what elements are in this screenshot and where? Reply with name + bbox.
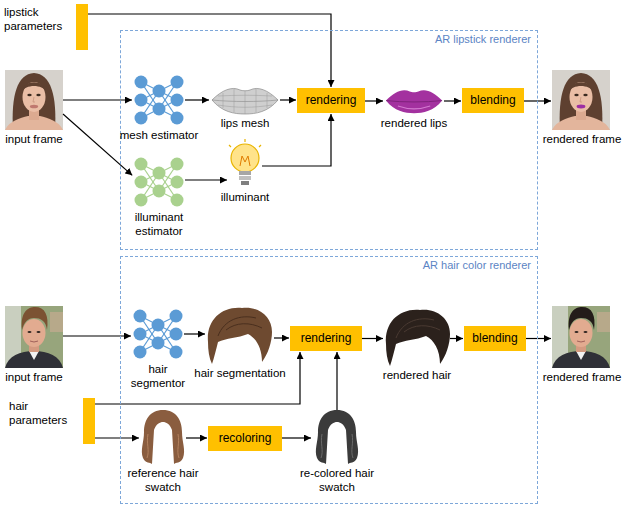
network-icon — [134, 310, 183, 359]
image-caption: input frame — [5, 133, 63, 147]
image-node: rendered frame — [552, 70, 612, 130]
photo-hair — [22, 307, 48, 330]
process-box: recoloring — [208, 426, 282, 451]
image-caption: rendered lips — [381, 117, 447, 131]
image-node: rendered hair — [384, 308, 450, 366]
flow-arrow — [282, 437, 311, 438]
image-node: reference hair swatch — [140, 410, 186, 464]
photo-lips — [577, 105, 586, 109]
network-icon — [135, 158, 184, 207]
image-node: re-colored hair swatch — [312, 410, 362, 464]
flow-arrow — [186, 437, 207, 438]
flow-arrow — [450, 338, 463, 339]
process-box: rendering — [290, 326, 362, 351]
input-photo — [5, 306, 63, 368]
flow-arrow — [362, 338, 383, 339]
network-icon — [135, 76, 184, 125]
process-label: rendering — [306, 93, 357, 107]
flow-arrow — [95, 352, 300, 404]
image-node: rendered frame — [552, 306, 612, 368]
image-caption: input frame — [5, 371, 63, 385]
flow-arrow — [280, 99, 296, 100]
parameter-label: hair parameters — [9, 400, 79, 428]
input-photo — [5, 70, 63, 130]
process-label: rendering — [301, 331, 352, 345]
flow-arrow — [63, 99, 132, 100]
flow-arrow — [274, 337, 289, 338]
image-node: mesh estimator — [133, 74, 185, 126]
dashed-region: mesh estimator lips mesh rendering rendered… — [120, 30, 538, 250]
process-box: blending — [462, 88, 524, 113]
process-label: blending — [470, 93, 515, 107]
image-node: input frame — [5, 306, 63, 368]
flow-arrow — [184, 333, 205, 334]
image-caption: rendered frame — [543, 371, 622, 385]
flow-arrow — [185, 99, 209, 100]
region-title: AR lipstick renderer — [435, 33, 531, 46]
rendered-photo — [552, 70, 610, 130]
flow-arrow — [185, 179, 227, 180]
parameter-bar: lipstick parameters — [76, 4, 88, 50]
image-node: input frame — [5, 70, 63, 130]
image-caption: rendered hair — [383, 369, 451, 383]
image-caption: reference hair swatch — [121, 467, 205, 495]
process-box: blending — [464, 326, 526, 351]
flow-arrow — [88, 14, 331, 87]
photo-hair — [569, 307, 595, 330]
process-box: rendering — [297, 88, 365, 113]
flow-arrow — [336, 352, 337, 410]
flow-arrow — [63, 114, 132, 175]
image-caption: hair segmentation — [194, 367, 285, 381]
flow-arrow — [262, 114, 331, 166]
image-caption: mesh estimator — [120, 129, 199, 143]
image-node: illuminant estimator — [133, 156, 185, 208]
rendered-photo — [552, 306, 610, 368]
process-label: blending — [472, 331, 517, 345]
process-label: recoloring — [219, 431, 272, 445]
image-node: rendered lips — [384, 88, 444, 114]
image-caption: illuminant — [221, 191, 270, 205]
image-node: lips mesh — [210, 86, 280, 114]
lips-mesh-image — [212, 88, 278, 114]
hair-segmentation-image — [208, 308, 272, 364]
image-caption: illuminant estimator — [124, 211, 194, 239]
flow-arrow — [365, 100, 383, 101]
image-caption: hair segmentor — [127, 363, 189, 391]
bulb-icon — [229, 139, 261, 185]
image-caption: re-colored hair swatch — [289, 467, 385, 495]
image-node: hair segmentation — [206, 306, 274, 364]
rendered-lips-image — [386, 90, 442, 113]
dashed-region: hair segmentor hair segmentation rendering… — [120, 256, 538, 504]
rendered-hair-image — [386, 310, 450, 366]
parameter-label: lipstick parameters — [4, 6, 70, 34]
image-node: illuminant — [228, 142, 262, 188]
image-caption: rendered frame — [543, 133, 622, 147]
image-node: hair segmentor — [132, 308, 184, 360]
flow-arrow — [95, 437, 139, 438]
hair-swatch-image — [316, 410, 358, 464]
flow-arrow — [526, 338, 551, 339]
image-caption: lips mesh — [221, 117, 270, 131]
hair-swatch-image — [142, 410, 184, 464]
parameter-bar: hair parameters — [83, 398, 95, 444]
flow-arrow — [444, 100, 461, 101]
photo-lips — [30, 105, 38, 109]
region-title: AR hair color renderer — [423, 259, 531, 272]
